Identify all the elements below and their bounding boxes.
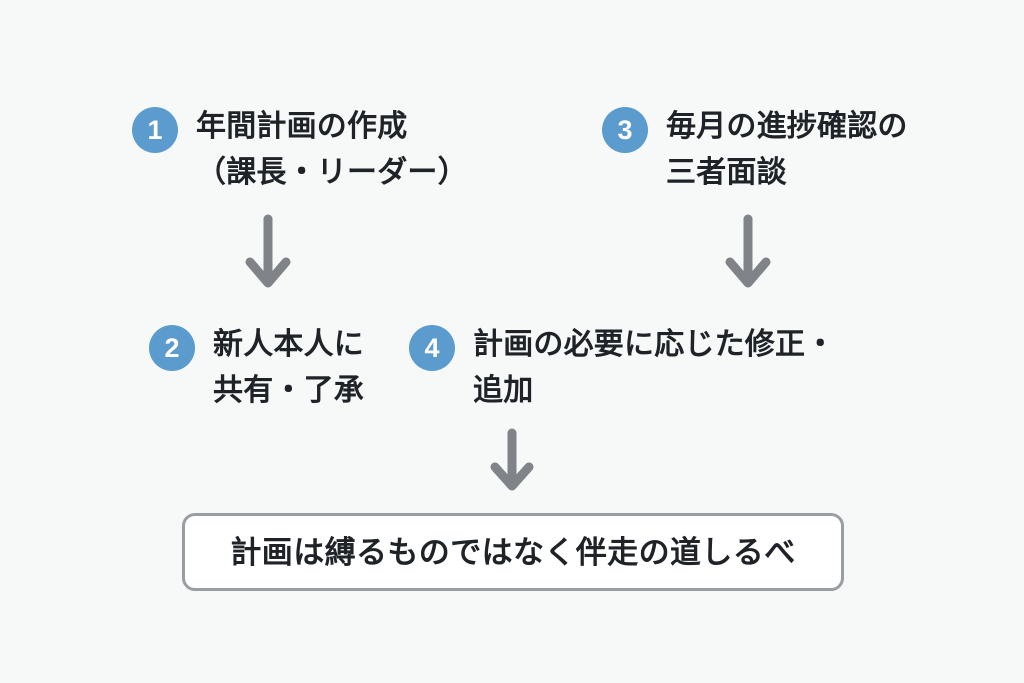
step-number-badge-1: 1 bbox=[132, 107, 178, 153]
arrow-down-icon-step1-to-step2 bbox=[243, 214, 293, 297]
step-number-badge-2: 2 bbox=[149, 325, 195, 371]
step-label-1: 年間計画の作成 （課長・リーダー） bbox=[196, 110, 468, 189]
step-label-3: 毎月の進捗確認の 三者面談 bbox=[666, 110, 908, 189]
step-item-1: 1 年間計画の作成 （課長・リーダー） bbox=[132, 104, 468, 195]
step-item-3: 3 毎月の進捗確認の 三者面談 bbox=[602, 104, 908, 195]
arrow-down-icon-step4-to-conclusion bbox=[489, 428, 535, 499]
arrow-down-icon-step3-to-step4 bbox=[723, 214, 773, 297]
step-item-4: 4 計画の必要に応じた修正・ 追加 bbox=[409, 322, 835, 413]
conclusion-text: 計画は縛るものではなく伴走の道しるべ bbox=[230, 534, 796, 570]
step-label-2: 新人本人に 共有・了承 bbox=[213, 328, 364, 407]
step-label-4: 計画の必要に応じた修正・ 追加 bbox=[473, 328, 836, 407]
step-item-2: 2 新人本人に 共有・了承 bbox=[149, 322, 364, 413]
step-number-badge-4: 4 bbox=[409, 325, 455, 371]
step-number-badge-3: 3 bbox=[602, 107, 648, 153]
conclusion-box: 計画は縛るものではなく伴走の道しるべ bbox=[182, 513, 844, 591]
